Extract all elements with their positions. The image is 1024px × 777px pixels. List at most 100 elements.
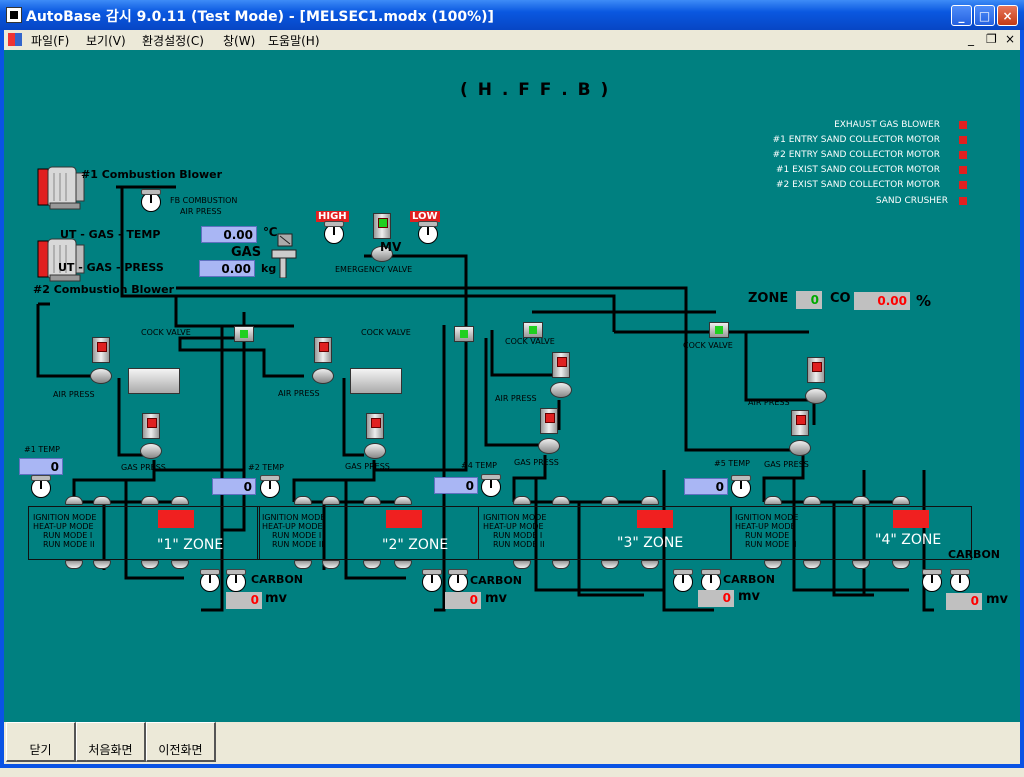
close-button[interactable]: × (997, 5, 1018, 26)
home-screen-button[interactable]: 처음화면 (76, 722, 146, 762)
menu-file[interactable]: 파일(F) (31, 34, 70, 48)
zone3-burner-top-2[interactable] (552, 496, 570, 505)
temp5-gauge[interactable] (731, 475, 751, 498)
blower-1-label: #1 Combustion Blower (81, 168, 223, 181)
zone1-burner-top-1[interactable] (65, 496, 83, 505)
zone3-burner-top-4[interactable] (641, 496, 659, 505)
zone1-name: "1" ZONE (157, 537, 224, 553)
menu-help[interactable]: 도움말(H) (268, 34, 320, 48)
cock-valve-4-label: COCK VALVE (683, 341, 733, 350)
zone3-panel: IGNITION MODE HEAT-UP MODE RUN MODE I RU… (478, 506, 732, 560)
zone2-burner-top-2[interactable] (322, 496, 340, 505)
zone4-gas-actuator[interactable] (791, 410, 809, 436)
zone1-carbon-gauge-1[interactable] (200, 569, 220, 592)
title-bar[interactable]: AutoBase 감시 9.0.11 (Test Mode) - [MELSEC… (0, 0, 1024, 30)
zone2-burner-top-1[interactable] (294, 496, 312, 505)
co-label: CO (830, 291, 851, 306)
zone1-burner-top-2[interactable] (93, 496, 111, 505)
zone3-gas-actuator[interactable] (540, 408, 558, 434)
zone3-gas-valve[interactable] (538, 438, 560, 454)
zone2-carbon-gauge-2[interactable] (448, 569, 468, 592)
zone2-air-valve[interactable] (312, 368, 334, 384)
gas-temp-unit: ℃ (263, 225, 278, 239)
zone3-carbon-gauge-1[interactable] (673, 569, 693, 592)
zone2-carbon-gauge-1[interactable] (422, 569, 442, 592)
menu-view[interactable]: 보기(V) (86, 34, 126, 48)
menu-settings[interactable]: 환경설정(C) (142, 34, 204, 48)
gas-inlet-valve-icon[interactable] (270, 232, 300, 278)
zone4-panel: IGNITION MODE HEAT-UP MODE RUN MODE I RU… (730, 506, 972, 560)
menu-window[interactable]: 창(W) (223, 34, 256, 48)
zone4-gas-valve[interactable] (789, 440, 811, 456)
zone4-air-actuator[interactable] (807, 357, 825, 383)
zone3-name: "3" ZONE (617, 535, 684, 551)
zone1-carbon-unit: mv (265, 591, 288, 606)
zone1-burner-top-4[interactable] (171, 496, 189, 505)
zone3-mode-1: IGNITION MODE (483, 513, 547, 522)
cock-valve-4[interactable] (709, 322, 729, 338)
zone4-air-press-label: AIR PRESS (748, 398, 790, 407)
zone4-carbon-label: CARBON (948, 548, 1000, 561)
co-unit: % (916, 292, 932, 310)
temp1-gauge[interactable] (31, 475, 51, 498)
zone2-carbon-unit: mv (485, 591, 508, 606)
zone4-carbon-gauge-1[interactable] (922, 569, 942, 592)
previous-screen-button[interactable]: 이전화면 (146, 722, 216, 762)
zone4-status-indicator (893, 510, 929, 528)
cock-valve-1[interactable] (234, 326, 254, 342)
zone1-panel: IGNITION MODE HEAT-UP MODE RUN MODE I RU… (28, 506, 260, 560)
zone4-burner-top-3[interactable] (852, 496, 870, 505)
mdi-close-button[interactable]: × (1005, 32, 1016, 46)
emergency-valve[interactable] (371, 246, 393, 262)
zone3-air-valve[interactable] (550, 382, 572, 398)
cock-valve-3[interactable] (523, 322, 543, 338)
zone2-air-actuator[interactable] (314, 337, 332, 363)
zone4-carbon-unit: mv (986, 592, 1009, 607)
zone2-carbon-label: CARBON (470, 574, 522, 587)
zone4-burner-top-4[interactable] (892, 496, 910, 505)
combustion-blower-2-icon[interactable] (36, 235, 98, 283)
mdi-minimize-button[interactable]: _ (968, 32, 974, 46)
zone2-burner-top-4[interactable] (394, 496, 412, 505)
zone4-air-valve[interactable] (805, 388, 827, 404)
emergency-valve-actuator[interactable] (373, 213, 391, 239)
zone3-carbon-gauge-2[interactable] (701, 569, 721, 592)
zone2-burner-top-3[interactable] (363, 496, 381, 505)
zone4-burner-top-2[interactable] (803, 496, 821, 505)
zone1-burner-top-3[interactable] (141, 496, 159, 505)
zone1-air-regulator[interactable] (128, 368, 180, 394)
zone2-air-regulator[interactable] (350, 368, 402, 394)
app-icon[interactable] (6, 7, 22, 23)
zone4-carbon-gauge-2[interactable] (950, 569, 970, 592)
zone2-gas-valve[interactable] (364, 443, 386, 459)
zone1-gas-valve[interactable] (140, 443, 162, 459)
minimize-button[interactable]: _ (951, 5, 972, 26)
zone1-air-valve[interactable] (90, 368, 112, 384)
temp2-value: 0 (212, 478, 256, 495)
menu-bar: 파일(F) 보기(V) 환경설정(C) 창(W) 도움말(H) _ ❐ × (4, 30, 1020, 50)
mdi-restore-button[interactable]: ❐ (986, 32, 997, 46)
zone1-gas-actuator[interactable] (142, 413, 160, 439)
zone1-air-actuator[interactable] (92, 337, 110, 363)
zone3-burner-top-1[interactable] (513, 496, 531, 505)
gas-low-switch-gauge[interactable] (418, 221, 438, 244)
zone1-mode-1: IGNITION MODE (33, 513, 97, 522)
fb-combustion-air-press-gauge[interactable] (141, 189, 161, 212)
temp4-gauge[interactable] (481, 474, 501, 497)
document-icon[interactable] (8, 33, 22, 46)
temp2-gauge[interactable] (260, 475, 280, 498)
zone3-air-actuator[interactable] (552, 352, 570, 378)
gas-low-label: LOW (410, 211, 440, 222)
zone3-burner-top-3[interactable] (601, 496, 619, 505)
maximize-button[interactable]: □ (974, 5, 995, 26)
cock-valve-2[interactable] (454, 326, 474, 342)
gas-high-switch-gauge[interactable] (324, 221, 344, 244)
combustion-blower-1-icon[interactable] (36, 163, 98, 211)
close-screen-button[interactable]: 닫기 (6, 722, 76, 762)
legend-indicator-2 (959, 136, 967, 144)
zone4-burner-top-1[interactable] (764, 496, 782, 505)
zone1-carbon-gauge-2[interactable] (226, 569, 246, 592)
zone2-gas-actuator[interactable] (366, 413, 384, 439)
zone4-mode-2: HEAT-UP MODE (735, 522, 796, 531)
